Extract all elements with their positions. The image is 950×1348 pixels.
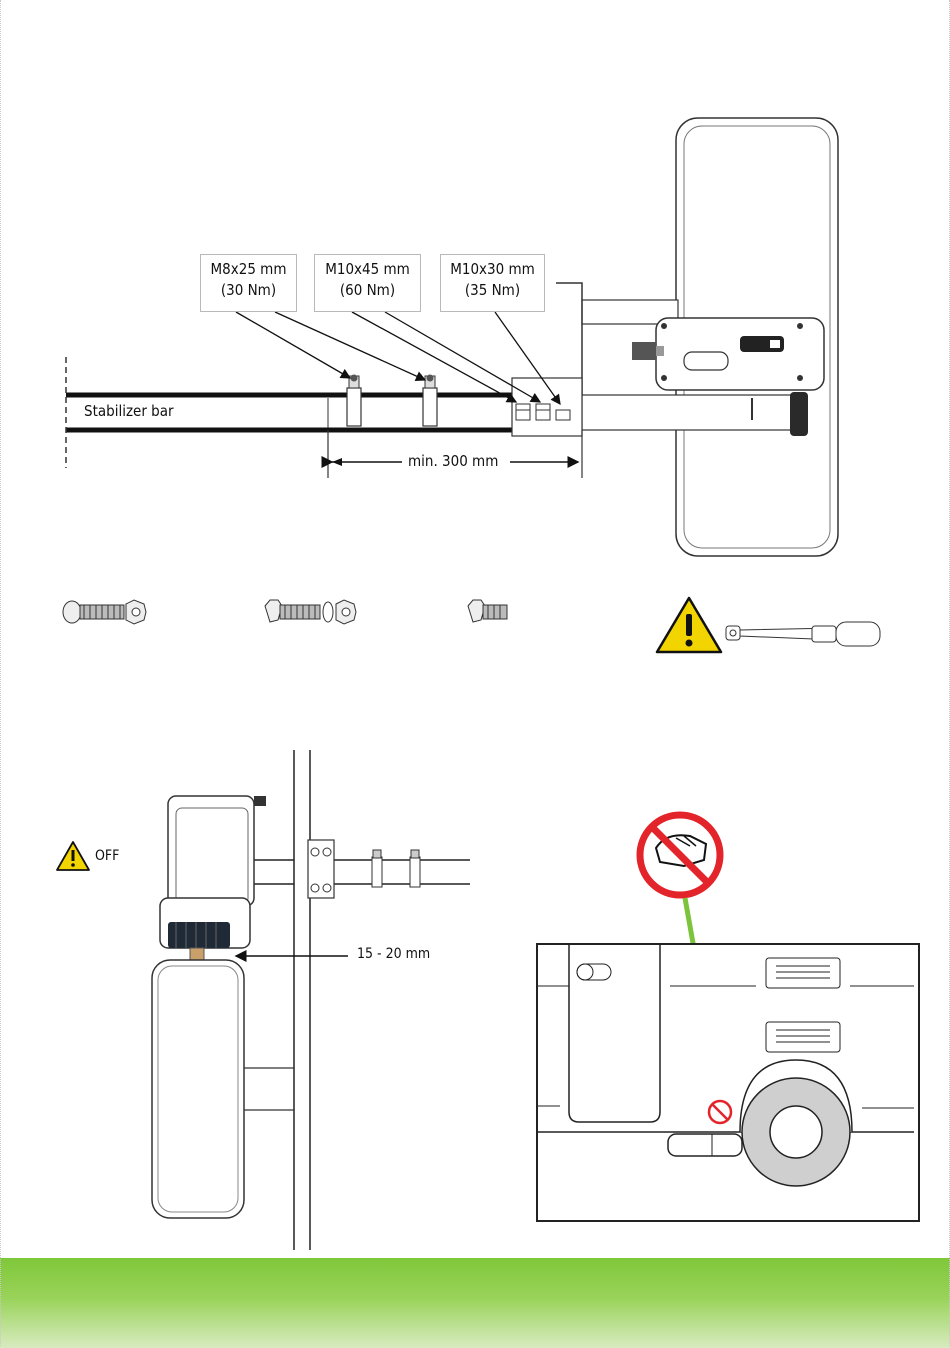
clamp-2 [423, 375, 437, 427]
frame-clamp [308, 840, 334, 898]
motor-unit-side [160, 796, 266, 960]
callout-m10x45: M10x45 mm (60 Nm) [314, 254, 421, 312]
bolt-icon [468, 600, 507, 622]
footer-band [0, 1258, 950, 1348]
callout-m8x25: M8x25 mm (30 Nm) [200, 254, 297, 312]
callout-size: M8x25 mm [201, 259, 296, 280]
min-distance-label: min. 300 mm [408, 452, 498, 470]
gap-label: 15 - 20 mm [357, 946, 430, 962]
callout-torque: (60 Nm) [315, 280, 420, 301]
wheel-side [152, 960, 294, 1218]
torque-wrench-icon [726, 622, 880, 646]
mover-bar [582, 395, 792, 430]
clamp-1 [347, 375, 361, 427]
callout-size: M10x30 mm [441, 259, 544, 280]
caravan-side-panel [537, 944, 919, 1221]
bar-clamps-side [372, 850, 420, 887]
callout-size: M10x45 mm [315, 259, 420, 280]
stabilizer-bar-label: Stabilizer bar [84, 402, 174, 420]
chassis-frame [294, 750, 310, 1250]
callout-torque: (35 Nm) [441, 280, 544, 301]
callout-m10x30: M10x30 mm (35 Nm) [440, 254, 545, 312]
callout-leaders [236, 312, 560, 404]
bolt-nut-icon [63, 600, 146, 624]
off-label: OFF [95, 848, 119, 864]
warning-off-icon [57, 842, 89, 870]
no-touch-sign-icon [640, 815, 720, 895]
bar-side [250, 860, 470, 884]
bolt-washer-nut-icon [265, 600, 356, 624]
warning-icon [657, 598, 721, 652]
callout-torque: (30 Nm) [201, 280, 296, 301]
